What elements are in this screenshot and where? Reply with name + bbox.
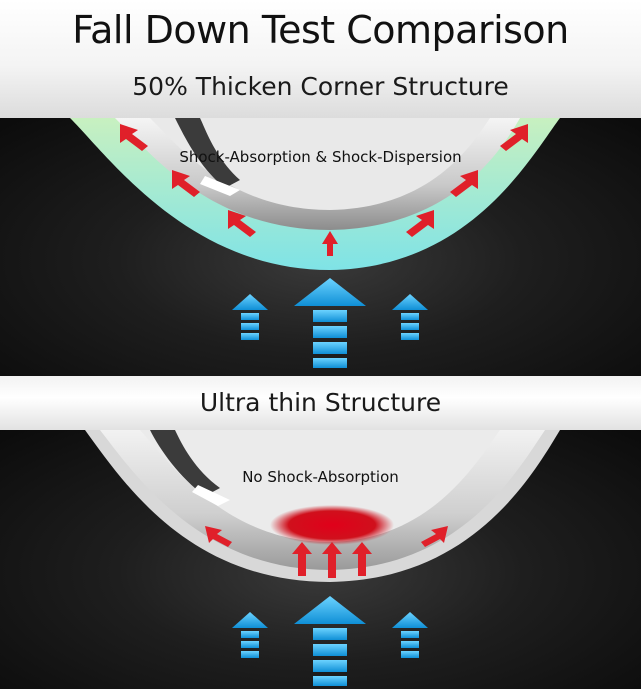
header — [0, 0, 641, 118]
red-arrow — [500, 124, 528, 151]
dispersion-arrows — [120, 124, 528, 256]
blue-arrow-large — [294, 596, 366, 624]
thick-caption: Shock-Absorption & Shock-Dispersion — [179, 148, 462, 166]
red-arrow — [292, 542, 312, 576]
blue-arrow-right — [392, 612, 428, 628]
blue-arrow-left — [232, 612, 268, 628]
red-arrow — [406, 210, 434, 237]
impact-spot — [270, 505, 394, 545]
thick-corner-diagram — [70, 118, 560, 368]
blue-arrow-left — [232, 294, 268, 310]
red-arrow — [172, 170, 200, 197]
section2-heading: Ultra thin Structure — [199, 388, 442, 417]
blue-arrow-large — [294, 278, 366, 306]
red-arrow — [352, 542, 372, 576]
red-arrow — [322, 231, 338, 256]
impact-arrows — [232, 278, 428, 368]
section1-heading: 50% Thicken Corner Structure — [132, 72, 509, 101]
page-title: Fall Down Test Comparison — [72, 8, 569, 52]
red-arrow — [205, 526, 232, 547]
red-arrow — [322, 542, 342, 578]
thick-corner-illustration — [0, 118, 641, 376]
thin-caption: No Shock-Absorption — [242, 468, 399, 486]
thin-structure-illustration — [0, 430, 641, 689]
red-arrow — [450, 170, 478, 197]
red-arrow — [120, 124, 148, 151]
section-divider — [0, 376, 641, 430]
force-arrows — [205, 526, 448, 578]
red-arrow — [228, 210, 256, 237]
thin-structure-diagram — [85, 430, 560, 686]
blue-arrow-right — [392, 294, 428, 310]
impact-arrows — [232, 596, 428, 686]
red-arrow — [421, 526, 448, 547]
